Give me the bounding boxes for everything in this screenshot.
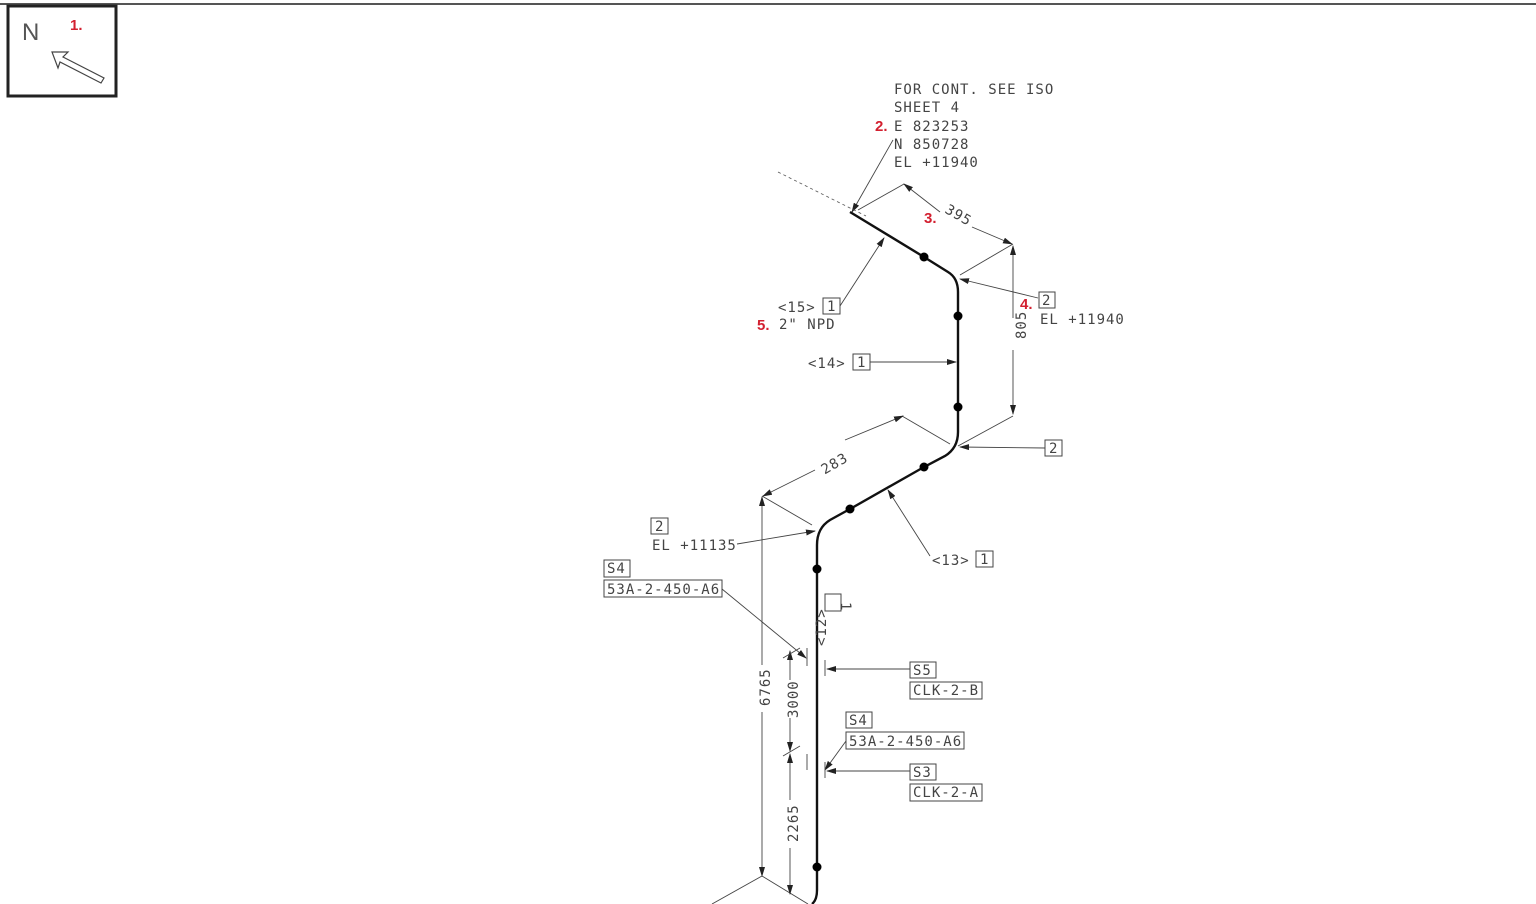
- svg-text:2" NPD: 2" NPD: [779, 317, 836, 333]
- svg-text:1: 1: [827, 299, 836, 315]
- dimension-3000: 3000: [782, 647, 802, 757]
- continuation-note: FOR CONT. SEE ISO SHEET 4 E 823253 N 850…: [851, 82, 1054, 213]
- dimension-395: 395 3.: [857, 183, 1014, 276]
- note-line-4: N 850728: [894, 137, 969, 153]
- callout-support-s4-upper: S4 53A-2-450-A6: [603, 559, 808, 666]
- svg-text:S4: S4: [849, 713, 868, 729]
- marker-4: 4.: [1020, 296, 1033, 313]
- svg-text:1: 1: [837, 602, 853, 611]
- svg-text:<13>: <13>: [932, 553, 970, 569]
- callout-support-s4-lower: S4 53A-2-450-A6: [824, 711, 965, 771]
- svg-text:<12>: <12>: [814, 608, 830, 646]
- svg-text:53A-2-450-A6: 53A-2-450-A6: [849, 734, 962, 750]
- north-arrow-icon: [51, 51, 105, 84]
- callout-elbow-top: 2 4. EL +11940: [959, 278, 1125, 328]
- dim-283-value: 283: [819, 450, 852, 478]
- callout-pipe-12: 1 <12>: [814, 593, 853, 646]
- callout-support-s3: S3 CLK-2-A: [806, 754, 983, 802]
- svg-text:2: 2: [655, 519, 664, 535]
- dim-395-value: 395: [942, 202, 975, 230]
- svg-text:S4: S4: [607, 561, 626, 577]
- svg-text:<15>: <15>: [778, 300, 816, 316]
- svg-text:<14>: <14>: [808, 356, 846, 372]
- note-line-2: SHEET 4: [894, 100, 960, 116]
- note-line-3: E 823253: [894, 119, 969, 135]
- dim-2265-value: 2265: [786, 804, 802, 842]
- sheet-border-top: [0, 3, 1536, 5]
- svg-text:EL +11135: EL +11135: [652, 538, 737, 554]
- marker-1: 1.: [70, 17, 83, 34]
- svg-text:CLK-2-B: CLK-2-B: [913, 683, 979, 699]
- marker-3: 3.: [924, 210, 937, 227]
- note-line-5: EL +11940: [894, 155, 979, 171]
- marker-2: 2.: [875, 118, 888, 135]
- dimension-6765: 6765: [711, 496, 809, 904]
- svg-text:2: 2: [1049, 441, 1058, 457]
- callout-pipe-13: <13> 1: [887, 489, 994, 569]
- svg-text:S5: S5: [913, 663, 932, 679]
- svg-text:EL +11940: EL +11940: [1040, 312, 1125, 328]
- dim-805-value: 805: [1014, 311, 1030, 339]
- callout-pipe-15: <15> 1 5. 2" NPD: [757, 237, 885, 334]
- dim-3000-value: 3000: [786, 680, 802, 718]
- callout-elbow-mid: 2: [959, 439, 1063, 457]
- north-label: N: [22, 19, 39, 46]
- dimension-805: 805: [957, 245, 1030, 447]
- svg-text:S3: S3: [913, 765, 932, 781]
- note-line-1: FOR CONT. SEE ISO: [894, 82, 1054, 98]
- callout-elbow-low: 2 EL +11135: [650, 517, 816, 554]
- svg-text:53A-2-450-A6: 53A-2-450-A6: [607, 582, 720, 598]
- callout-support-s5: S5 CLK-2-B: [824, 660, 983, 700]
- callout-pipe-14: <14> 1: [808, 353, 957, 372]
- svg-text:1: 1: [857, 355, 866, 371]
- svg-text:1: 1: [980, 552, 989, 568]
- pipe-route: [811, 210, 960, 904]
- svg-text:2: 2: [1042, 293, 1051, 309]
- marker-5: 5.: [757, 317, 770, 334]
- north-arrow-box: N 1.: [6, 4, 118, 98]
- svg-text:CLK-2-A: CLK-2-A: [913, 785, 979, 801]
- dimension-2265: 2265: [786, 753, 802, 895]
- dim-6765-value: 6765: [758, 668, 774, 706]
